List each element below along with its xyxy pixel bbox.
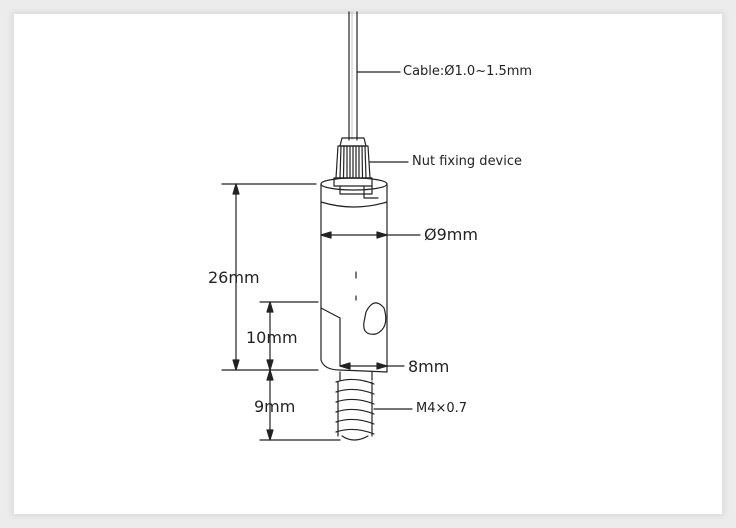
total-length-dimension (232, 183, 240, 371)
nut-label: Nut fixing device (412, 154, 523, 169)
body (320, 177, 388, 373)
diameter-label: Ø9mm (424, 225, 478, 244)
thread-spec-label: M4×0.7 (416, 401, 468, 416)
diameter-dimension (320, 231, 421, 239)
lower-length-dimension (266, 301, 274, 371)
thread (335, 371, 375, 441)
cable (348, 11, 358, 141)
diagram-frame (14, 14, 722, 514)
flat-width-label: 8mm (408, 357, 450, 376)
thread-length-dimension (266, 369, 274, 441)
flat-width-dimension (339, 362, 405, 370)
total-length-label: 26mm (208, 268, 260, 287)
cable-label: Cable:Ø1.0~1.5mm (403, 64, 533, 79)
thread-length-label: 9mm (254, 397, 296, 416)
lower-length-label: 10mm (246, 328, 298, 347)
